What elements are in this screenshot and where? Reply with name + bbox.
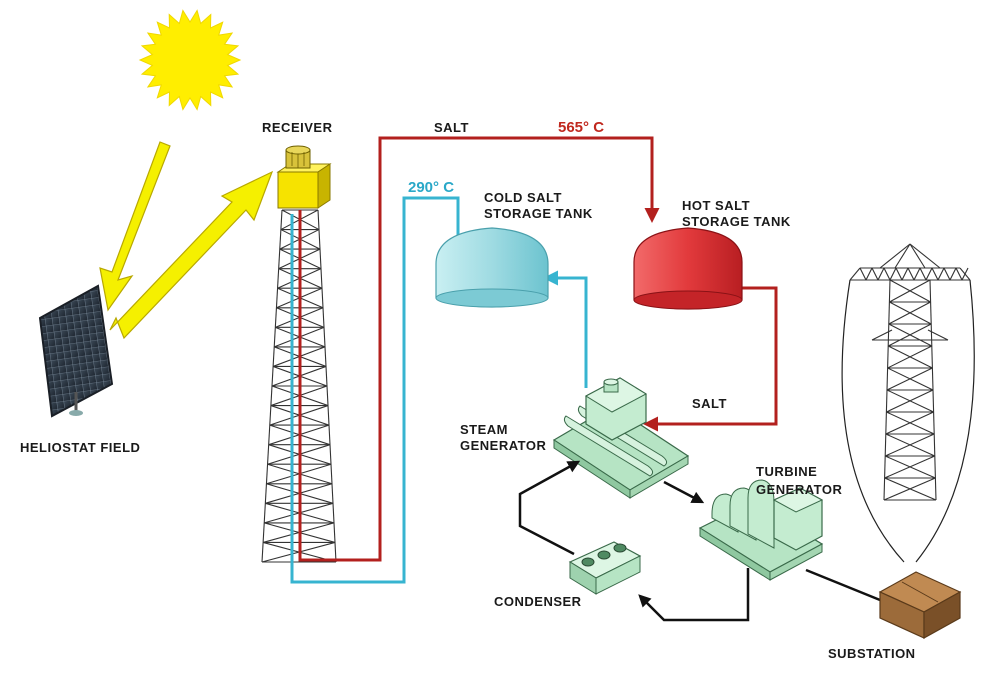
cold-salt-storage-tank [435, 227, 549, 308]
salt-right-label: SALT [692, 396, 727, 411]
substation-label: SUBSTATION [828, 646, 916, 661]
transmission-tower-icon [841, 243, 975, 563]
hot-salt-storage-tank [633, 227, 743, 310]
cold-tank-label-line1: COLD SALT [484, 190, 562, 205]
hot-salt-to-steam-generator [643, 286, 778, 432]
reflected-sunlight-arrow [109, 170, 274, 340]
cold-tank-label-line2: STORAGE TANK [484, 206, 593, 221]
hot-salt-loop [298, 136, 660, 562]
turbine-generator-label-line2: GENERATOR [756, 482, 842, 497]
steam-generator [552, 377, 690, 499]
turbine-generator-label-line1: TURBINE [756, 464, 817, 479]
sun-icon [138, 9, 242, 111]
cold-salt-loop [290, 196, 588, 584]
hot-tank-label-line2: STORAGE TANK [682, 214, 791, 229]
receiver-label: RECEIVER [262, 120, 333, 135]
substation-box-icon [878, 571, 962, 640]
turbine-generator [698, 479, 824, 581]
receiver-icon [276, 145, 332, 209]
condenser-label: CONDENSER [494, 594, 582, 609]
condenser [568, 541, 642, 595]
heliostat-panel-icon [38, 284, 114, 418]
salt-top-label: SALT [434, 120, 469, 135]
hot-temperature-label: 565° C [558, 119, 604, 136]
hot-tank-label-line1: HOT SALT [682, 198, 750, 213]
incoming-sunlight-arrow [99, 141, 171, 312]
steam-generator-label-line2: GENERATOR [460, 438, 546, 453]
cold-temperature-label: 290° C [408, 179, 454, 196]
heliostat-field-label: HELIOSTAT FIELD [20, 440, 140, 455]
steam-generator-label-line1: STEAM [460, 422, 508, 437]
process-flow-arrows [518, 460, 881, 622]
